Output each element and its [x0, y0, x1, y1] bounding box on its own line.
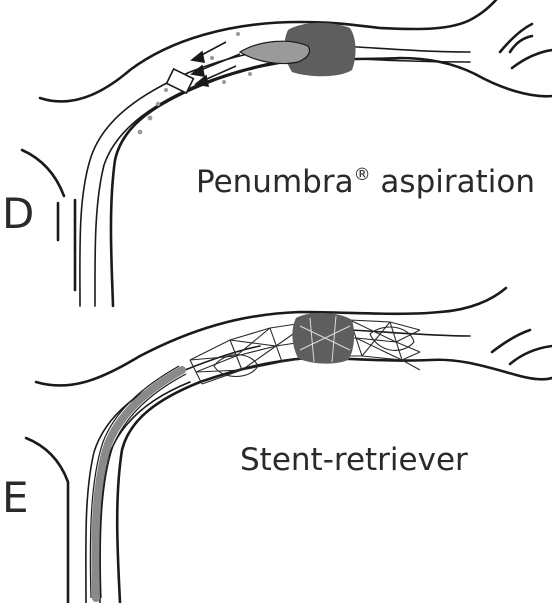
branch-right-e — [492, 330, 552, 364]
vessel-wall-inner-1-e — [86, 346, 260, 603]
panel-label-d: D — [2, 189, 34, 238]
clot-e — [292, 313, 354, 364]
debris-dots-d — [138, 32, 252, 134]
panel-e: E Stent-retriever — [2, 288, 552, 603]
panel-d: D Penumbra® aspiration — [2, 0, 552, 306]
panel-label-e: E — [2, 473, 29, 522]
vessel-wall-outer-top-e — [36, 288, 506, 386]
caption-e: Stent-retriever — [240, 442, 468, 478]
clot-fragment-d — [240, 41, 310, 63]
branch-right-upper-d — [500, 24, 552, 68]
vessel-distal-1-d — [340, 46, 470, 52]
caption-d: Penumbra® aspiration — [196, 164, 535, 200]
microcatheter-e — [95, 370, 182, 598]
vessel-wall-outer-bottom-e — [117, 358, 552, 603]
branch-bottom-d — [58, 200, 75, 290]
branch-left-e — [26, 438, 68, 603]
